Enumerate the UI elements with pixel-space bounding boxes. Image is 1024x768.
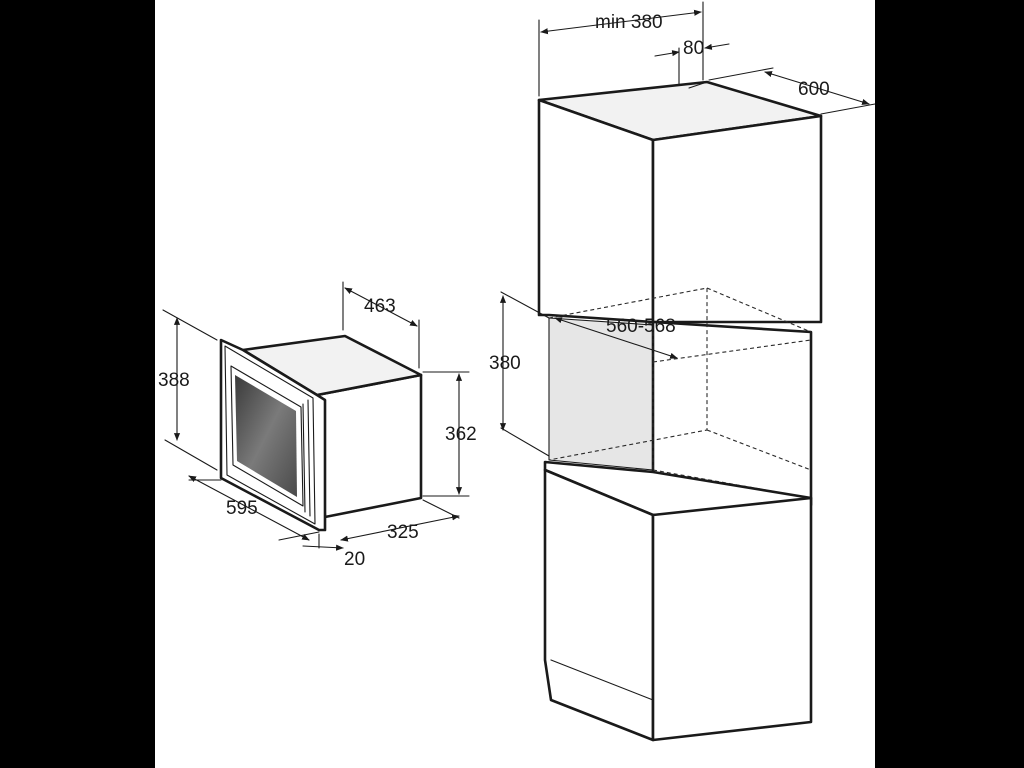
- microwave-drawing: 463 388 362 595 325: [158, 281, 477, 570]
- dim-min380-line: [540, 9, 702, 35]
- cabinet-lower-front: [543, 468, 655, 742]
- dim-463-line: [344, 287, 418, 327]
- dim-325-ext-right: [422, 499, 460, 519]
- dim-362-label: 362: [445, 424, 477, 445]
- niche-back-left: [548, 287, 708, 461]
- niche-back-bottom: [706, 429, 812, 471]
- dim-595-line: [188, 475, 310, 541]
- dim-595-label: 595: [226, 498, 258, 519]
- dim-600-label: 600: [798, 79, 830, 100]
- dim-20-label: 20: [344, 549, 365, 570]
- cabinet-upper-side: [651, 114, 823, 324]
- microwave-side-face: [315, 373, 423, 519]
- cabinet-plinth-line: [550, 659, 654, 701]
- microwave-window: [235, 375, 297, 497]
- dim-560-568-line: [554, 317, 678, 359]
- dim-595-ext-right: [278, 531, 320, 541]
- dim-20-line: [302, 544, 344, 551]
- dim-380-label: 380: [489, 353, 521, 374]
- drawing-sheet: 463 388 362 595 325: [152, 0, 875, 768]
- dim-560-568-label: 560-568: [606, 316, 676, 337]
- dim-80-arrow-left: [654, 50, 680, 57]
- dim-388-ext-top: [162, 309, 218, 341]
- dim-463-label: 463: [364, 296, 396, 317]
- installation-diagram: 463 388 362 595 325: [158, 1, 875, 742]
- cabinet-top-rear-edge: [688, 81, 708, 89]
- dim-80-arrow-right: [704, 43, 730, 50]
- niche-left-wall: [548, 317, 654, 471]
- dim-388-ext-bottom: [164, 439, 218, 471]
- dim-388-label: 388: [158, 370, 190, 391]
- niche-depth-line: [652, 339, 812, 363]
- dim-600-line: [764, 71, 870, 105]
- dim-600-ext-back: [708, 67, 774, 81]
- dim-min380-label: min 380: [595, 12, 663, 33]
- dim-325-label: 325: [387, 522, 419, 543]
- dim-325-line: [340, 514, 460, 542]
- dim-380-ext-bottom: [500, 427, 550, 457]
- dim-380-ext-top: [500, 291, 550, 319]
- microwave-frame-inner: [224, 345, 316, 525]
- niche-back-top: [706, 287, 812, 333]
- cabinet-drawing: min 380 80 600 560-568 380: [489, 1, 875, 742]
- cabinet-upper-front: [537, 98, 655, 324]
- dim-80-label: 80: [683, 38, 704, 59]
- dim-600-ext-front: [820, 103, 875, 115]
- cabinet-lower-side: [651, 496, 813, 742]
